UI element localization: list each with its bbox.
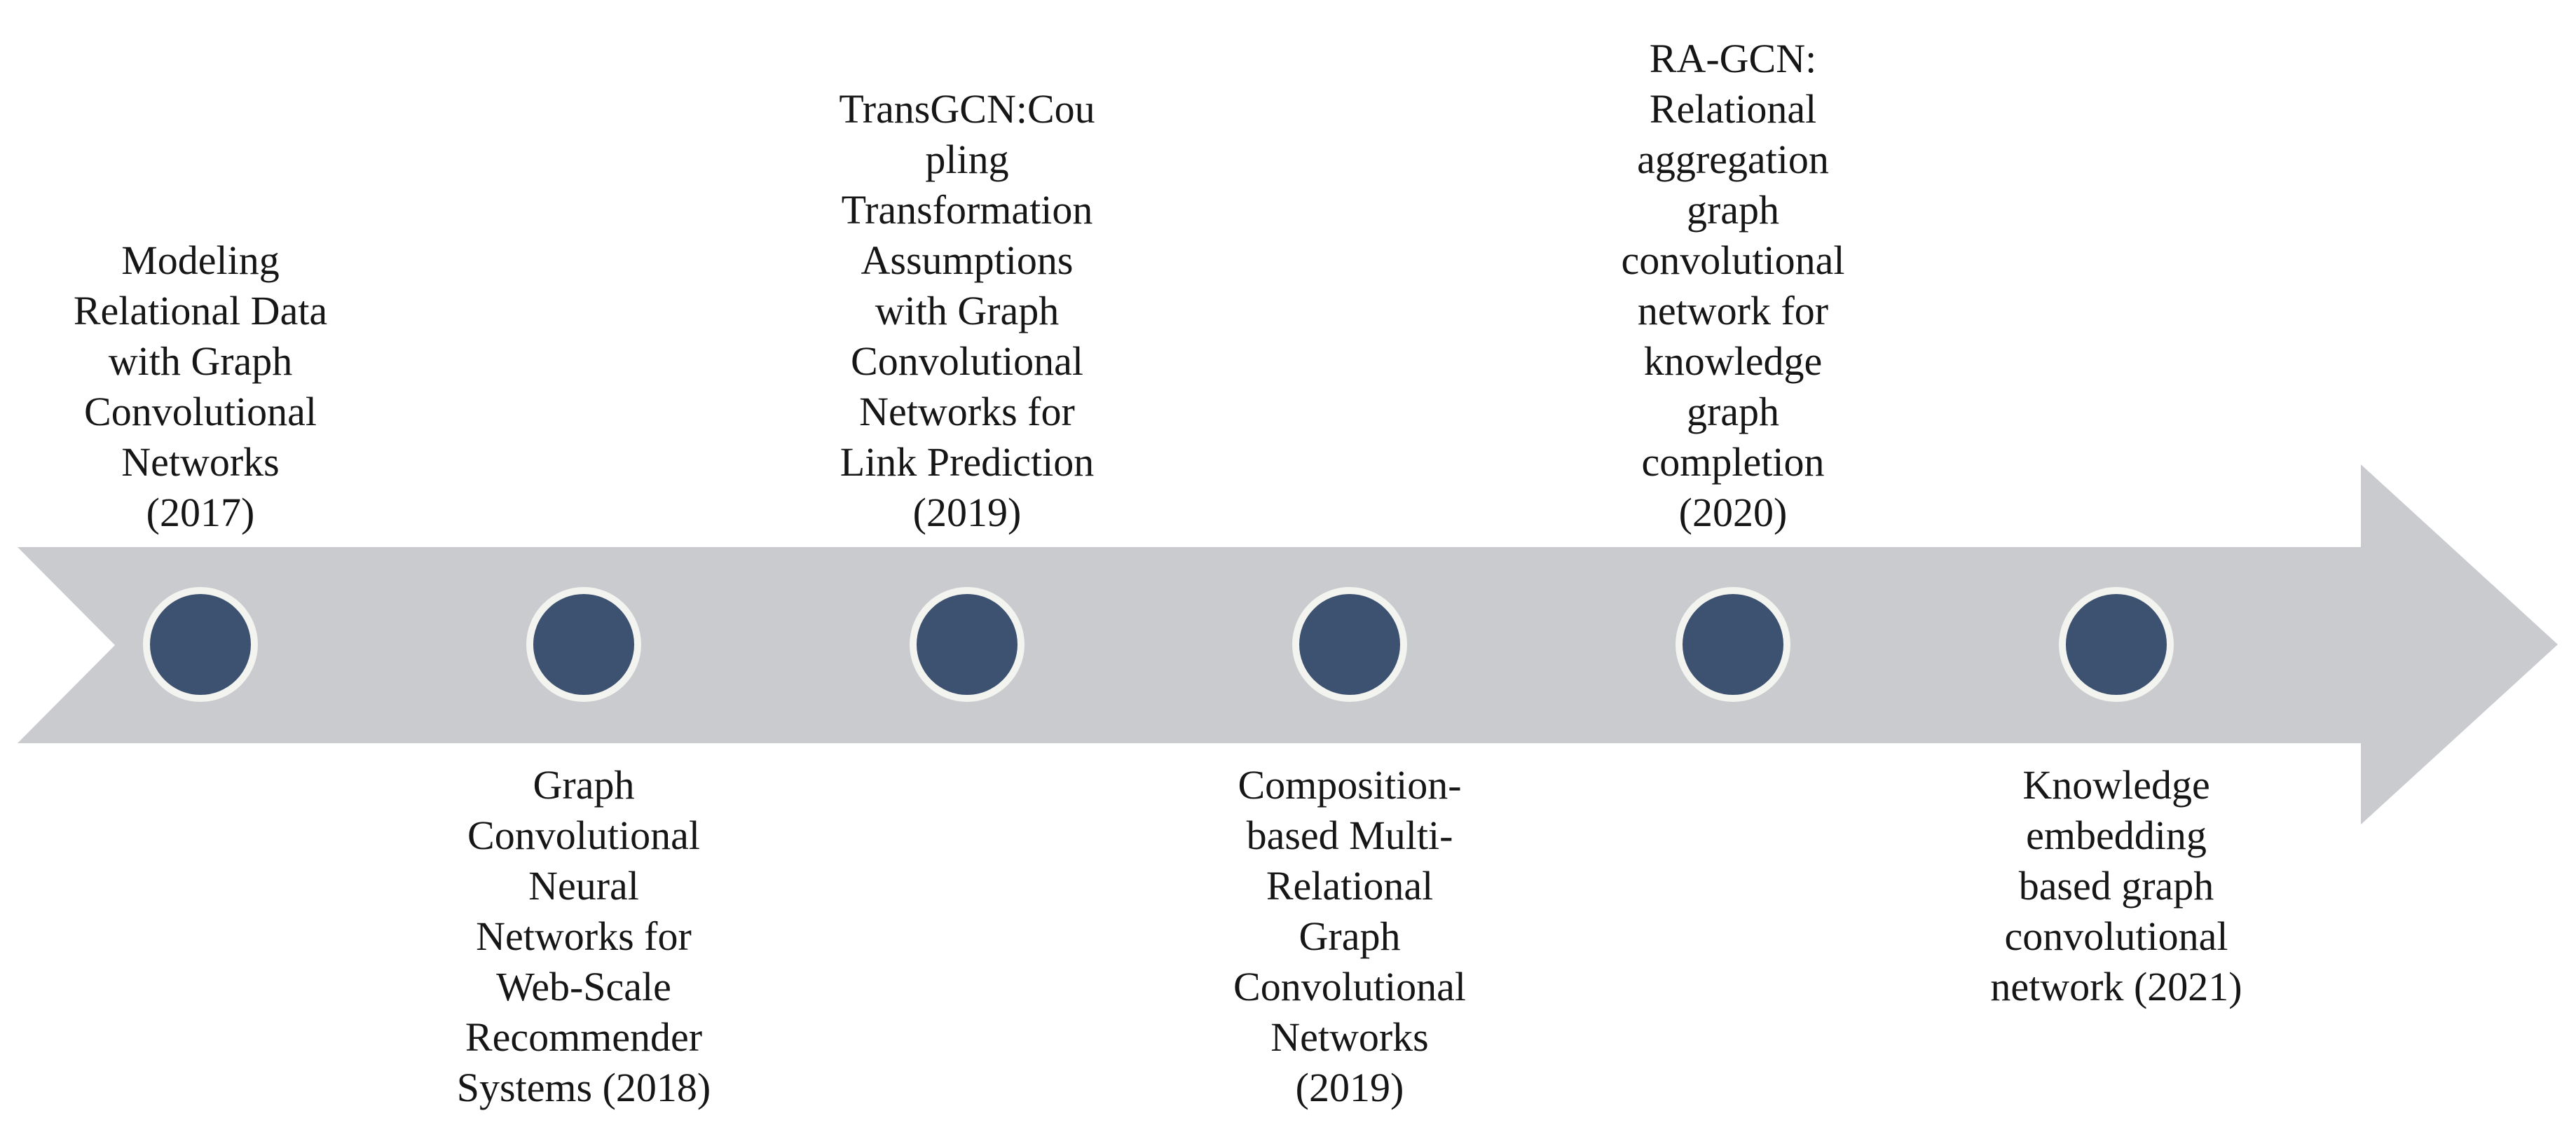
timeline-dot bbox=[1292, 587, 1407, 702]
event-label-2017: Modeling Relational Data with Graph Conv… bbox=[73, 237, 328, 535]
event-label-2020-ragcn: RA-GCN: Relational aggregation graph con… bbox=[1621, 36, 1845, 535]
event-label-2018: Graph Convolutional Neural Networks for … bbox=[456, 762, 711, 1110]
timeline-dot bbox=[526, 587, 641, 702]
event-label-2019-compgcn: Composition- based Multi- Relational Gra… bbox=[1233, 762, 1466, 1110]
timeline-dot bbox=[1676, 587, 1790, 702]
timeline-arrow bbox=[18, 464, 2558, 824]
event-label-2019-transgcn: TransGCN:Cou pling Transformation Assump… bbox=[839, 86, 1095, 535]
right-arrow-shape bbox=[18, 464, 2558, 824]
timeline-dot bbox=[910, 587, 1025, 702]
event-label-2021-kegcn: Knowledge embedding based graph convolut… bbox=[1990, 762, 2242, 1009]
timeline-dot bbox=[143, 587, 258, 702]
timeline-dot bbox=[2059, 587, 2174, 702]
